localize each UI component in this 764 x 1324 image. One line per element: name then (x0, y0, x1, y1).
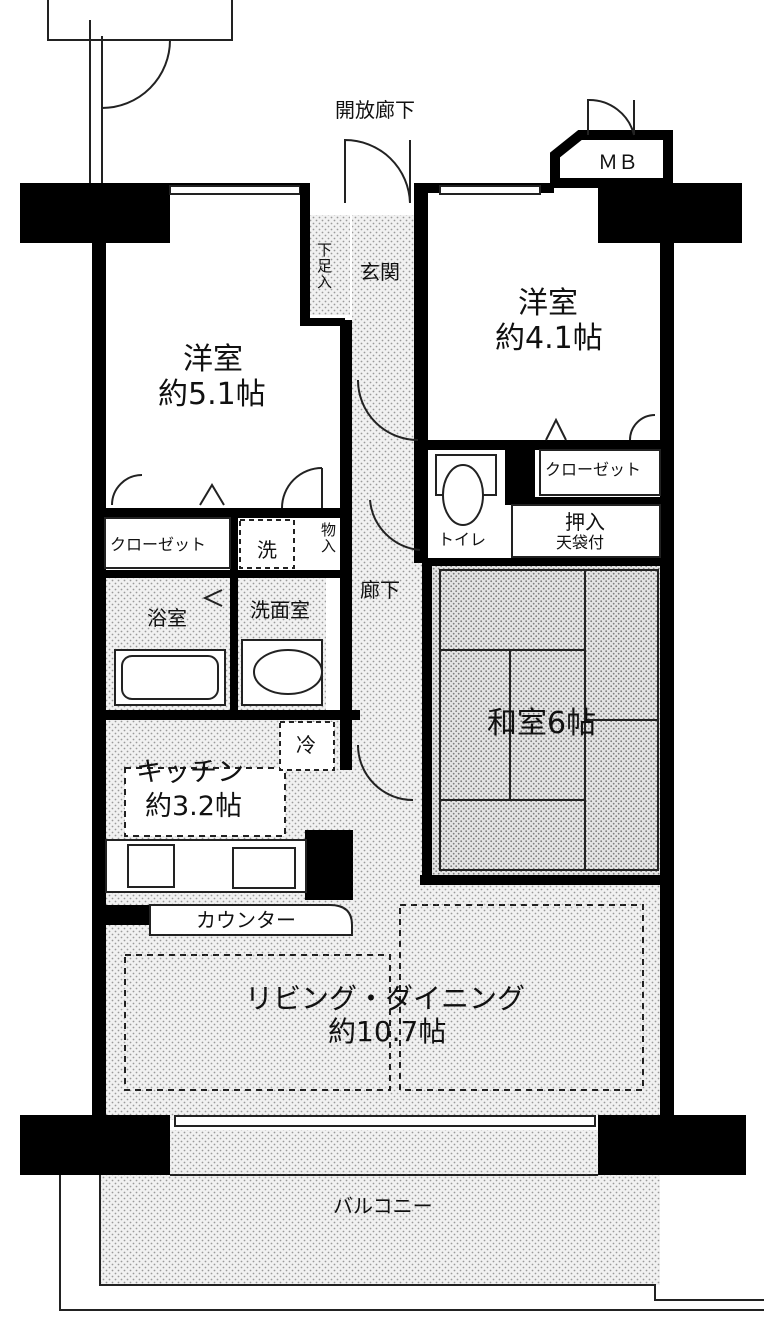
label-fridge: 冷 (296, 733, 316, 757)
label-washroom: 洗面室 (250, 598, 310, 622)
label-entrance: 玄関 (360, 260, 400, 284)
label-kitchen-size: 約3.2帖 (145, 791, 242, 822)
living-dining-layout (124, 904, 644, 1091)
label-hallway: 廊下 (360, 578, 400, 602)
inner-walls (100, 183, 663, 925)
bathroom-fixtures (114, 519, 323, 706)
corridor-door (101, 39, 171, 110)
label-washer: 洗 (257, 538, 277, 562)
label-japanese-room: 和室6帖 (487, 706, 597, 741)
label-oshiire-tenbukuro: 天袋付 (556, 533, 605, 552)
kitchen-fixtures (105, 721, 353, 936)
oshiire-box (511, 504, 661, 558)
label-mb: ＭＢ (598, 150, 638, 174)
tatami-mats (439, 569, 659, 871)
label-closet-1: クローゼット (110, 535, 207, 554)
label-balcony: バルコニー (333, 1194, 433, 1218)
label-linen: 物入 (319, 522, 337, 554)
label-shoe-storage: 下足入 (315, 242, 333, 290)
doors (111, 138, 656, 801)
label-closet-2: クローゼット (545, 460, 642, 479)
label-western-room-1-name: 洋室 (183, 342, 243, 377)
open-corridor-outline (47, 0, 233, 185)
label-toilet: トイレ (438, 530, 487, 549)
label-western-room-2-size: 約4.1帖 (495, 321, 603, 356)
label-kitchen-name: キッチン (136, 757, 244, 788)
label-open-corridor: 開放廊下 (335, 98, 415, 122)
label-counter: カウンター (196, 908, 296, 932)
label-western-room-1-size: 約5.1帖 (158, 377, 266, 412)
mb-box (550, 98, 673, 188)
label-western-room-2-name: 洋室 (518, 286, 578, 321)
label-living-dining-name: リビング・ダイニング (245, 982, 526, 1015)
closets (104, 449, 661, 569)
label-living-dining-size: 約10.7帖 (328, 1015, 447, 1048)
balcony-outline (59, 1174, 764, 1311)
label-bathroom: 浴室 (147, 606, 187, 630)
toilet-fixture (435, 454, 497, 526)
label-oshiire: 押入 (565, 510, 605, 534)
